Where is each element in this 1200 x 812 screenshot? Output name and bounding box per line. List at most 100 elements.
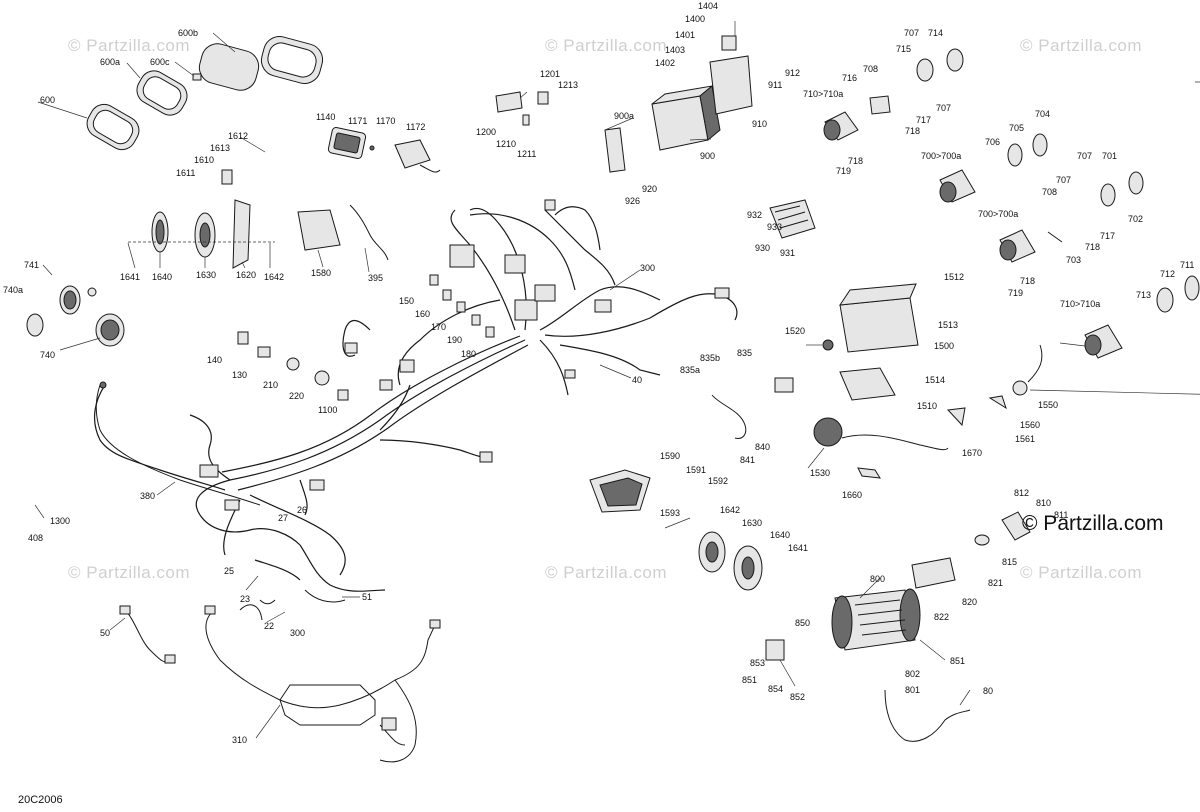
callout-920: 920 bbox=[642, 184, 658, 194]
callout-1612: 1612 bbox=[228, 131, 249, 141]
callout-170: 170 bbox=[431, 322, 447, 332]
callout-1640: 1640 bbox=[152, 272, 173, 282]
callout-711: 711 bbox=[1180, 260, 1195, 270]
callout-1640-lower: 1640 bbox=[770, 530, 791, 540]
callout-1512: 1512 bbox=[944, 272, 965, 282]
callout-140: 140 bbox=[207, 355, 223, 365]
callout-931: 931 bbox=[780, 248, 796, 258]
callout-1211: 1211 bbox=[517, 149, 537, 159]
callout-851b: 851 bbox=[950, 656, 966, 666]
callout-710-710a-b: 710>710a bbox=[1060, 299, 1101, 309]
callout-1592: 1592 bbox=[708, 476, 729, 486]
callout-1514: 1514 bbox=[925, 375, 946, 385]
callout-1670: 1670 bbox=[962, 448, 983, 458]
callout-180: 180 bbox=[461, 349, 477, 359]
lower-harness bbox=[119, 589, 441, 763]
callout-600b: 600b bbox=[178, 28, 199, 38]
callout-40: 40 bbox=[632, 375, 643, 385]
callout-718c: 718 bbox=[1085, 242, 1101, 252]
gauge-bezels-600 bbox=[86, 36, 324, 151]
callout-1550: 1550 bbox=[1038, 400, 1059, 410]
callout-1560: 1560 bbox=[1020, 420, 1041, 430]
callout-1200: 1200 bbox=[476, 127, 497, 137]
callout-1530: 1530 bbox=[810, 468, 831, 478]
watermark: © Partzilla.com bbox=[1020, 36, 1143, 55]
callout-714: 714 bbox=[928, 28, 944, 38]
callout-707d: 707 bbox=[1056, 175, 1072, 185]
callout-707: 707 bbox=[904, 28, 920, 38]
callout-911: 911 bbox=[768, 80, 783, 90]
callout-820: 820 bbox=[962, 597, 978, 607]
callout-1620: 1620 bbox=[236, 270, 257, 280]
headlight-740 bbox=[26, 285, 125, 347]
watermark: © Partzilla.com bbox=[68, 563, 191, 582]
callout-1561: 1561 bbox=[1015, 434, 1036, 444]
callout-1401: 1401 bbox=[675, 30, 696, 40]
callout-1593: 1593 bbox=[660, 508, 681, 518]
bracket-1200 bbox=[495, 91, 549, 126]
callout-1500: 1500 bbox=[934, 341, 955, 351]
main-wiring-harness bbox=[93, 199, 738, 592]
callout-1300: 1300 bbox=[50, 516, 71, 526]
callout-600c: 600c bbox=[150, 57, 170, 67]
callout-1520: 1520 bbox=[785, 326, 806, 336]
light-assemblies-700 bbox=[823, 48, 1200, 359]
callout-700-700a-b: 700>700a bbox=[978, 209, 1019, 219]
callout-395: 395 bbox=[368, 273, 384, 283]
connectors-130-220 bbox=[237, 274, 495, 401]
callout-1170: 1170 bbox=[376, 116, 396, 126]
callout-1660: 1660 bbox=[842, 490, 863, 500]
callout-1580: 1580 bbox=[311, 268, 332, 278]
diagram-code: 20C2006 bbox=[18, 794, 63, 806]
callout-854: 854 bbox=[768, 684, 784, 694]
watermark: © Partzilla.com bbox=[1020, 563, 1143, 582]
callout-1100: 1100 bbox=[318, 405, 338, 415]
callout-1641-lower: 1641 bbox=[788, 543, 809, 553]
callout-1400: 1400 bbox=[685, 14, 706, 24]
callout-835b: 835b bbox=[700, 353, 721, 363]
callout-812: 812 bbox=[1014, 488, 1030, 498]
callout-740a: 740a bbox=[3, 285, 24, 295]
callout-811: 811 bbox=[1054, 510, 1069, 520]
callout-130: 130 bbox=[232, 370, 248, 380]
callout-1641: 1641 bbox=[120, 272, 141, 282]
callout-1213: 1213 bbox=[558, 80, 579, 90]
callout-718b: 718 bbox=[848, 156, 864, 166]
callout-910: 910 bbox=[752, 119, 768, 129]
callout-600a: 600a bbox=[100, 57, 121, 67]
callout-800: 800 bbox=[870, 574, 886, 584]
callout-933: 933 bbox=[767, 222, 783, 232]
leader-lines bbox=[34, 21, 1200, 739]
callout-708: 708 bbox=[863, 64, 879, 74]
control-module-1500 bbox=[822, 283, 919, 401]
callout-50: 50 bbox=[100, 628, 111, 638]
callout-26: 26 bbox=[297, 505, 308, 515]
callout-822: 822 bbox=[934, 612, 950, 622]
callout-300-lower: 300 bbox=[290, 628, 306, 638]
callout-1171: 1171 bbox=[348, 116, 368, 126]
speaker-pair-lower bbox=[698, 531, 763, 591]
callout-702: 702 bbox=[1128, 214, 1144, 224]
callout-700-700a: 700>700a bbox=[921, 151, 962, 161]
callout-150: 150 bbox=[399, 296, 415, 306]
callout-716: 716 bbox=[842, 73, 858, 83]
callout-1630: 1630 bbox=[196, 270, 217, 280]
callout-1510: 1510 bbox=[917, 401, 938, 411]
callout-706: 706 bbox=[985, 137, 1001, 147]
callout-717b: 717 bbox=[1100, 231, 1116, 241]
callout-741: 741 bbox=[24, 260, 40, 270]
callout-703: 703 bbox=[1066, 255, 1082, 265]
callout-310: 310 bbox=[232, 735, 248, 745]
callout-1642: 1642 bbox=[264, 272, 285, 282]
callout-717: 717 bbox=[916, 115, 932, 125]
callout-380: 380 bbox=[140, 491, 156, 501]
callout-1611: 1611 bbox=[176, 168, 196, 178]
callout-712: 712 bbox=[1160, 269, 1176, 279]
callout-190: 190 bbox=[447, 335, 463, 345]
callout-850: 850 bbox=[795, 618, 811, 628]
callout-408: 408 bbox=[28, 533, 44, 543]
callout-840: 840 bbox=[755, 442, 771, 452]
winch-800 bbox=[765, 511, 1031, 742]
callout-1591: 1591 bbox=[686, 465, 707, 475]
